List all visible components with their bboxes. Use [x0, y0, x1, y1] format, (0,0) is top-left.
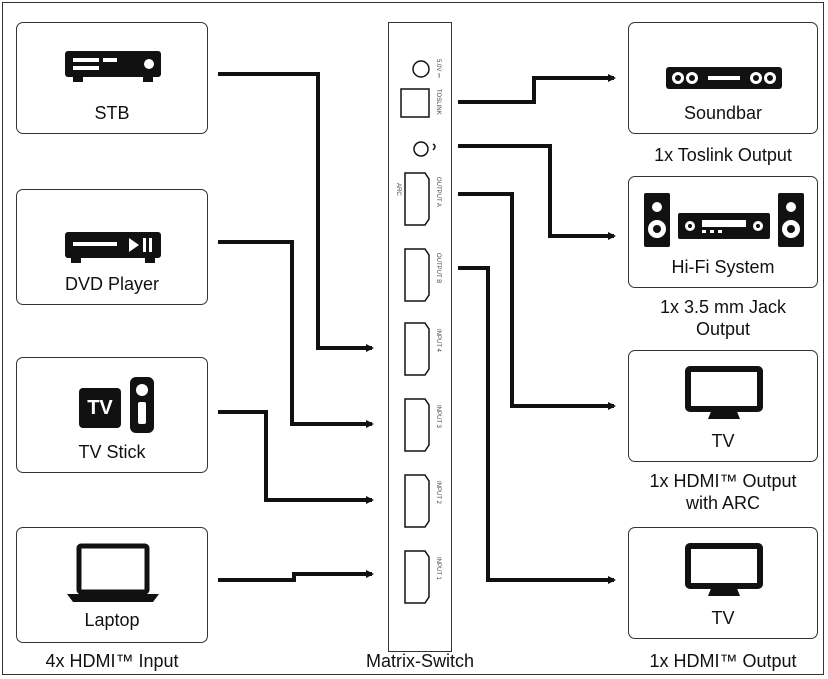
inputs-caption: 4x HDMI™ Input — [45, 651, 179, 671]
tv-icon — [685, 366, 763, 419]
tv-stick-icon: TV — [79, 376, 161, 433]
device-label: DVD Player — [64, 274, 160, 294]
input4-port — [404, 322, 430, 376]
jack-output-caption: 1x 3.5 mm Jack Output — [628, 296, 818, 340]
input1-label: INPUT 1 — [435, 557, 441, 580]
jack-port — [413, 141, 429, 157]
input3-port — [404, 398, 430, 452]
output-b-label: OUTPUT B — [435, 253, 441, 284]
wire-jack-hifi — [458, 144, 616, 240]
input4-label: INPUT 4 — [435, 329, 441, 352]
device-label: STB — [94, 103, 130, 123]
remote-icon — [130, 377, 154, 433]
dc-port — [412, 60, 430, 78]
output-device-tv-arc: TV — [628, 350, 818, 462]
stb-icon — [65, 51, 161, 82]
hdmi-arc-output-caption: 1x HDMI™ Output with ARC — [628, 470, 818, 514]
device-label: TV — [711, 431, 735, 451]
dvd-player-icon — [65, 232, 161, 263]
wire-tvstick-input2 — [218, 410, 374, 504]
output-a-label: OUTPUT A — [435, 177, 441, 207]
input3-label: INPUT 3 — [435, 405, 441, 428]
device-label: TV Stick — [78, 442, 146, 462]
caption-line: Output — [695, 319, 751, 339]
wire-outputb-tv2 — [458, 266, 616, 584]
output-a-port — [404, 172, 430, 226]
output-b-port — [404, 248, 430, 302]
output-device-hifi-system: Hi-Fi System — [628, 176, 818, 288]
input-device-tv-stick: TV TV Stick — [16, 357, 208, 473]
device-label: Laptop — [84, 610, 140, 630]
device-label: Hi-Fi System — [671, 257, 775, 277]
input1-port — [404, 550, 430, 604]
wire-stb-input4 — [218, 72, 374, 352]
input-device-stb: STB — [16, 22, 208, 134]
input2-label: INPUT 2 — [435, 481, 441, 504]
caption-line: 1x HDMI™ Output — [649, 471, 797, 491]
matrix-switch: 5.0V ⎓ TOSLINK ARC OUTPUT A OUTPUT B INP… — [388, 22, 452, 652]
tv-badge: TV — [79, 388, 121, 428]
dc-port-label: 5.0V ⎓ — [435, 59, 441, 78]
input-device-dvd-player: DVD Player — [16, 189, 208, 305]
input2-port — [404, 474, 430, 528]
switch-ports — [400, 60, 436, 604]
wire-outputa-tv1 — [458, 192, 616, 410]
toslink-output-caption: 1x Toslink Output — [654, 145, 792, 165]
arc-label: ARC — [395, 183, 401, 196]
toslink-port-label: TOSLINK — [435, 89, 441, 115]
wire-laptop-input1 — [218, 570, 374, 582]
laptop-icon — [67, 543, 159, 602]
switch-caption: Matrix-Switch — [365, 651, 474, 671]
device-label: Soundbar — [683, 103, 763, 123]
input-device-laptop: Laptop — [16, 527, 208, 643]
hdmi-output-caption: 1x HDMI™ Output — [649, 651, 797, 671]
wire-toslink-soundbar — [458, 74, 616, 104]
output-device-soundbar: Soundbar — [628, 22, 818, 134]
caption-line: 1x 3.5 mm Jack — [659, 297, 787, 317]
soundbar-icon — [666, 67, 782, 89]
wire-dvd-input3 — [218, 240, 374, 428]
hifi-system-icon — [644, 193, 804, 247]
toslink-port — [400, 88, 430, 118]
output-device-tv: TV — [628, 527, 818, 639]
caption-line: with ARC — [685, 493, 761, 513]
device-label: TV — [711, 608, 735, 628]
tv-icon — [685, 543, 763, 596]
